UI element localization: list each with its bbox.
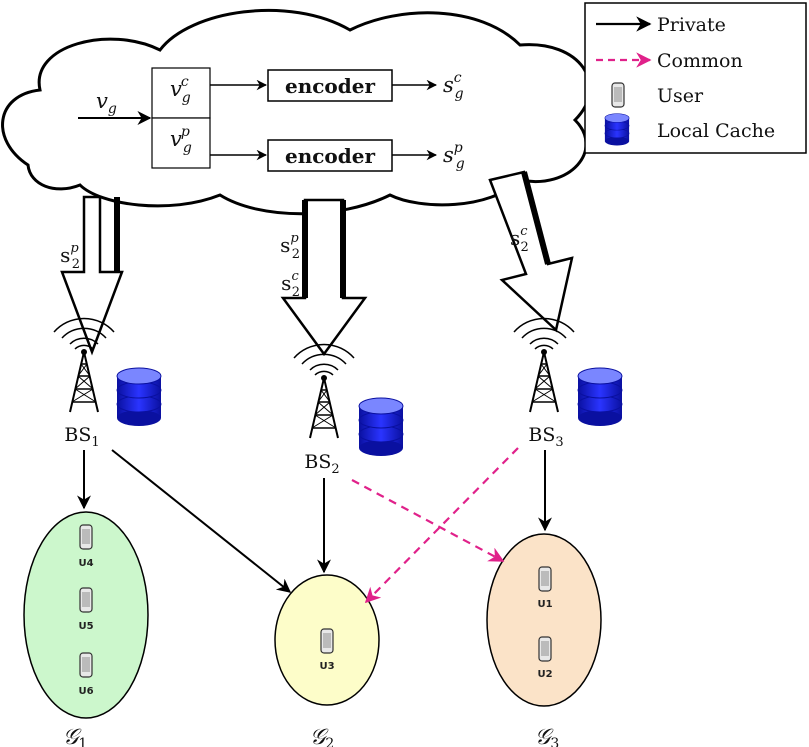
encoder-private-label: encoder bbox=[285, 144, 375, 168]
phone-icon-u2 bbox=[538, 636, 552, 662]
legend-private-label: Private bbox=[657, 14, 726, 36]
bs1-label: BS1 bbox=[64, 424, 99, 450]
antenna-icon-bs3 bbox=[513, 317, 575, 413]
input-label: vg bbox=[96, 89, 117, 117]
legend-cache-icon bbox=[604, 113, 630, 146]
group3-ellipse bbox=[486, 533, 602, 707]
phone-icon-u6 bbox=[79, 652, 93, 678]
bs2-label: BS2 bbox=[304, 451, 339, 477]
common-part-box bbox=[151, 67, 211, 119]
group2-label: 𝒢2 bbox=[310, 725, 335, 747]
hollow-arrow-bs1 bbox=[60, 195, 124, 356]
user-label-u3: U3 bbox=[319, 661, 334, 672]
common-link-bs2-g3 bbox=[351, 479, 505, 562]
encoder-common-label: encoder bbox=[285, 74, 375, 98]
legend-cache-label: Local Cache bbox=[657, 120, 775, 142]
cache-icon-bs3 bbox=[577, 367, 623, 427]
phone-icon-u1 bbox=[538, 566, 552, 592]
legend: Private Common User Local Cache bbox=[584, 2, 807, 154]
antenna-icon-bs2 bbox=[293, 343, 355, 439]
phone-icon-u4 bbox=[79, 524, 93, 550]
group1-label: 𝒢1 bbox=[63, 725, 88, 747]
user-label-u4: U4 bbox=[78, 558, 93, 569]
cache-icon-bs2 bbox=[358, 397, 404, 457]
user-label-u1: U1 bbox=[537, 599, 552, 610]
legend-phone-icon bbox=[611, 82, 625, 108]
legend-user-label: User bbox=[657, 85, 704, 107]
phone-icon-u5 bbox=[79, 587, 93, 613]
group3-label: 𝒢3 bbox=[535, 725, 560, 747]
private-part-box bbox=[151, 117, 211, 169]
user-label-u2: U2 bbox=[537, 669, 552, 680]
phone-icon-u3 bbox=[320, 628, 334, 654]
private-link-bs1-g2 bbox=[111, 449, 292, 593]
group1-ellipse bbox=[23, 511, 149, 719]
cache-icon-bs1 bbox=[116, 367, 162, 427]
encoder-box-common bbox=[267, 69, 393, 102]
user-label-u5: U5 bbox=[78, 621, 93, 632]
bs3-label: BS3 bbox=[528, 424, 563, 450]
legend-common-label: Common bbox=[657, 50, 743, 72]
user-label-u6: U6 bbox=[78, 686, 93, 697]
